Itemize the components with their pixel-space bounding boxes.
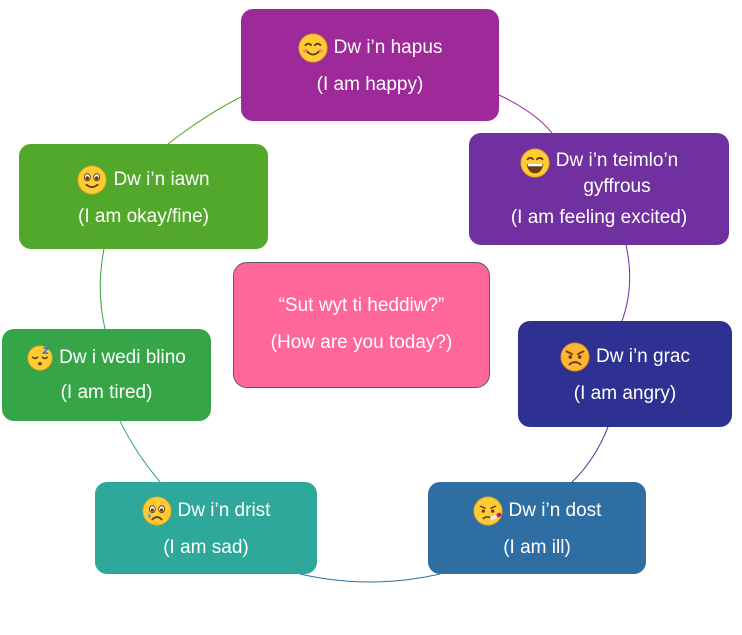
question-english: (How are you today?) (270, 332, 453, 353)
grinning-face-icon (520, 148, 550, 178)
feeling-box-okay: Dw i’n iawn (I am okay/fine) (19, 144, 268, 249)
smiling-face-icon (298, 33, 328, 63)
connector-ill-sad (299, 573, 441, 583)
center-question-box: “Sut wyt ti heddiw?” (How are you today?… (233, 262, 490, 388)
feeling-english-ill: (I am ill) (503, 537, 571, 558)
connector-angry-ill (571, 426, 609, 483)
question-welsh: “Sut wyt ti heddiw?” (278, 295, 445, 316)
sad-face-icon (142, 496, 172, 526)
feeling-english-tired: (I am tired) (60, 382, 153, 403)
feeling-welsh-tired: Dw i wedi blino (59, 347, 186, 368)
feeling-welsh-okay: Dw i’n iawn (113, 168, 210, 190)
connector-happy-excited (498, 94, 553, 134)
feeling-box-ill: Dw i’n dost (I am ill) (428, 482, 646, 574)
feeling-english-sad: (I am sad) (163, 537, 249, 558)
feeling-box-tired: Dw i wedi blino (I am tired) (2, 329, 211, 421)
sleepy-face-icon (27, 345, 53, 371)
feeling-box-happy: Dw i’n hapus (I am happy) (241, 9, 499, 121)
feeling-welsh-excited-line1: Dw i’n teimlo’n (555, 150, 679, 171)
feeling-box-angry: Dw i’n grac (I am angry) (518, 321, 732, 427)
connector-okay-happy (167, 96, 242, 145)
angry-face-icon (560, 342, 590, 372)
feeling-welsh-angry: Dw i’n grac (596, 346, 690, 367)
feeling-box-sad: Dw i’n drist (I am sad) (95, 482, 317, 574)
connector-excited-angry (621, 244, 631, 322)
feeling-box-excited: Dw i’n teimlo’n gyffrous (I am feeling e… (469, 133, 729, 245)
feeling-english-okay: (I am okay/fine) (78, 205, 209, 227)
feeling-welsh-sad: Dw i’n drist (177, 500, 271, 521)
connector-tired-okay (99, 248, 106, 330)
feeling-welsh-excited-line2: gyffrous (583, 176, 651, 197)
feeling-english-excited: (I am feeling excited) (510, 207, 688, 228)
feeling-welsh-ill: Dw i’n dost (508, 500, 602, 521)
feeling-welsh-happy: Dw i’n hapus (333, 37, 443, 58)
connector-sad-tired (119, 420, 161, 483)
slightly-smiling-face-icon (77, 164, 107, 195)
sick-face-icon (473, 496, 503, 526)
feeling-english-happy: (I am happy) (316, 74, 424, 95)
feeling-english-angry: (I am angry) (573, 383, 677, 404)
